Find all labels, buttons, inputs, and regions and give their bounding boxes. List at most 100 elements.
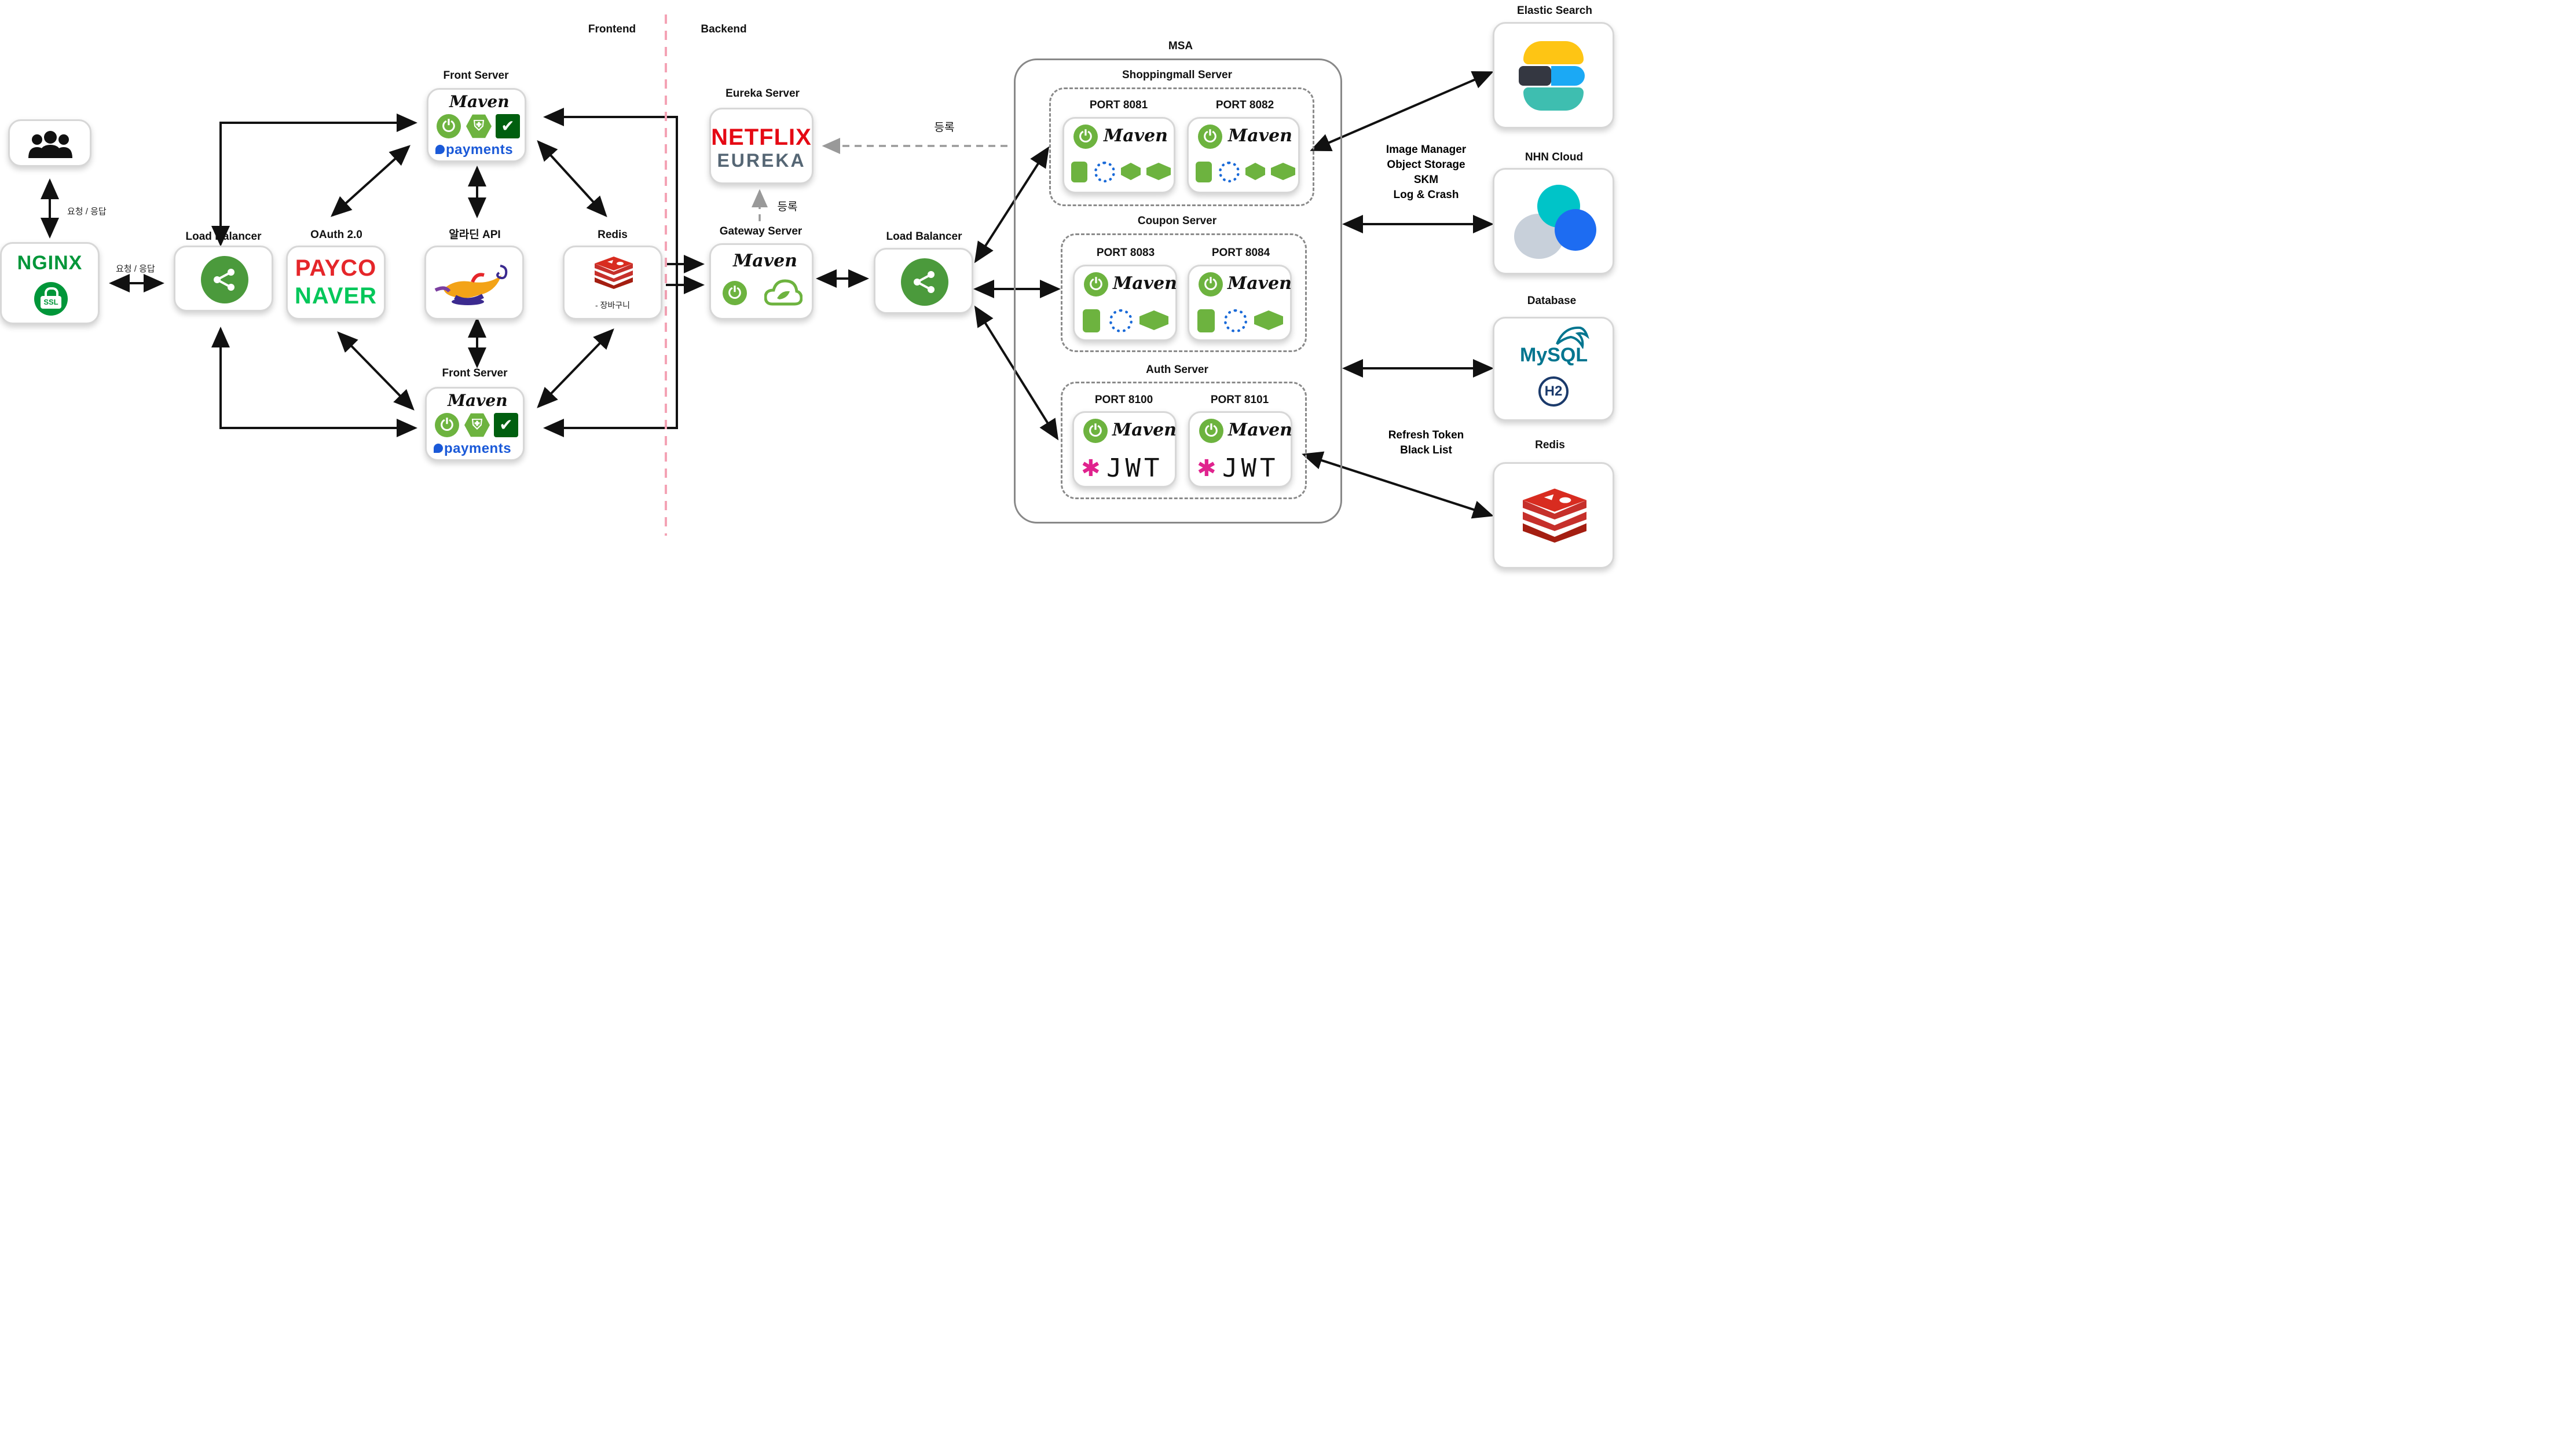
spring-icon: ⏻	[437, 114, 461, 138]
oauth-card: PAYCO NAVER	[286, 246, 386, 320]
layers-icon	[1245, 163, 1265, 180]
maven-logo: Maven	[1113, 273, 1177, 294]
coupon-port-1: PORT 8083	[1096, 247, 1155, 259]
elastic-search-card	[1493, 22, 1614, 129]
dolphin-icon	[1556, 326, 1589, 349]
frontend-load-balancer-label: Load Balancer	[185, 230, 262, 243]
spring-icon: ⏻	[1199, 272, 1223, 297]
layers-icon	[1271, 163, 1295, 180]
front-server-bottom-card: Maven ⏻ ⛨ ✔ payments	[425, 387, 525, 461]
spring-security-icon: ⛨	[466, 114, 492, 138]
frontend-redis-label: Redis	[598, 229, 628, 241]
elastic-logo	[1519, 41, 1588, 111]
nhn-service-item: Image Manager	[1386, 144, 1467, 156]
spring-icon: ⏻	[1199, 419, 1223, 443]
nhn-services-list: Image Manager Object Storage SKM Log & C…	[1377, 142, 1475, 203]
request-response-label-2: 요청 / 응답	[116, 264, 155, 274]
mysql-logo: MySQL	[1520, 344, 1588, 366]
coupon-server-title: Coupon Server	[1137, 215, 1217, 227]
aladin-api-card	[424, 246, 524, 320]
batch-icon	[1094, 162, 1115, 182]
layers-icon	[1139, 310, 1168, 330]
redis-service-item: Refresh Token	[1388, 429, 1464, 441]
layers-icon	[1146, 163, 1171, 180]
spring-icon: ⏻	[1073, 125, 1098, 149]
front-server-bottom-label: Front Server	[442, 367, 508, 379]
ssl-label: SSL	[41, 296, 61, 309]
layers-icon	[1254, 310, 1283, 330]
nhn-service-item: SKM	[1413, 174, 1439, 186]
frontend-load-balancer-card	[174, 246, 273, 312]
batch-icon	[1219, 162, 1240, 182]
backend-load-balancer-label: Load Balancer	[886, 230, 962, 243]
toss-payments-label: payments	[444, 441, 512, 456]
nhn-cloud-label: NHN Cloud	[1525, 151, 1584, 163]
front-server-top-label: Front Server	[443, 69, 509, 82]
layers-icon	[1121, 163, 1141, 180]
spring-icon: ⏻	[1083, 419, 1108, 443]
redis-icon	[595, 257, 633, 289]
frontend-redis-card: - 장바구니	[563, 246, 662, 320]
batch-icon	[1224, 309, 1247, 332]
spring-icon: ⏻	[435, 413, 459, 437]
maven-logo: Maven	[1228, 126, 1292, 146]
maven-logo: Maven	[1112, 420, 1177, 440]
auth-instance-2: ⏻ Maven ✱ JWT	[1188, 411, 1292, 488]
database-label: Database	[1527, 295, 1577, 307]
auth-instance-1: ⏻ Maven ✱ JWT	[1072, 411, 1177, 488]
shoppingmall-port-1: PORT 8081	[1089, 99, 1148, 111]
maven-logo: Maven	[733, 251, 797, 271]
nhn-service-item: Log & Crash	[1393, 189, 1459, 201]
jwt-mark-icon: ✱	[1197, 456, 1216, 481]
backend-load-balancer-card	[874, 248, 973, 314]
maven-logo: Maven	[1104, 126, 1168, 146]
maven-logo: Maven	[1228, 420, 1292, 440]
batch-icon	[1109, 309, 1133, 332]
oauth-label: OAuth 2.0	[310, 229, 362, 241]
shoppingmall-server-title: Shoppingmall Server	[1122, 69, 1233, 81]
auth-server-group	[1061, 382, 1307, 499]
gateway-server-card: Maven ⏻	[709, 243, 814, 320]
database-card: MySQL H2	[1493, 317, 1614, 421]
maven-logo: Maven	[1227, 273, 1292, 294]
spring-security-icon: ⛨	[464, 413, 490, 437]
jwt-logo: JWT	[1222, 453, 1279, 483]
nginx-card: NGINX SSL	[0, 242, 100, 324]
redis-cart-note: - 장바구니	[595, 301, 631, 310]
toss-payments-icon	[435, 145, 445, 154]
coupon-port-2: PORT 8084	[1211, 247, 1270, 259]
elastic-search-label: Elastic Search	[1517, 5, 1592, 17]
spring-icon: ⏻	[1084, 272, 1108, 297]
users-card	[8, 119, 91, 167]
thymeleaf-icon: ✔	[496, 114, 520, 138]
frontend-heading: Frontend	[588, 23, 636, 35]
spring-icon: ⏻	[723, 281, 747, 305]
register-label-1: 등록	[934, 122, 955, 134]
maven-logo: Maven	[448, 391, 508, 410]
eureka-logo: EUREKA	[717, 150, 806, 171]
database-icon	[1071, 162, 1087, 182]
shoppingmall-instance-1: ⏻ Maven	[1062, 117, 1175, 193]
msa-title: MSA	[1168, 40, 1193, 52]
auth-port-2: PORT 8101	[1210, 394, 1269, 406]
spring-cloud-icon	[764, 277, 803, 308]
maven-logo: Maven	[449, 92, 510, 111]
register-label-2: 등록	[777, 201, 798, 213]
spring-icon: ⏻	[1198, 125, 1222, 149]
shoppingmall-server-group	[1049, 87, 1314, 206]
database-icon	[1083, 309, 1100, 332]
aladin-api-label: 알라딘 API	[449, 229, 501, 241]
gateway-server-label: Gateway Server	[719, 225, 803, 237]
payco-logo: PAYCO	[295, 255, 377, 281]
front-server-top-card: Maven ⏻ ⛨ ✔ payments	[427, 88, 526, 162]
aladin-lamp-icon	[434, 265, 508, 305]
request-response-label-1: 요청 / 응답	[67, 207, 107, 217]
database-icon	[1197, 309, 1215, 332]
ssl-lock-icon: SSL	[34, 282, 68, 316]
eureka-server-label: Eureka Server	[725, 87, 800, 100]
share-icon	[901, 258, 948, 306]
nhn-cloud-logo	[1514, 185, 1596, 260]
coupon-server-group	[1061, 233, 1307, 352]
nhn-service-item: Object Storage	[1387, 159, 1465, 171]
